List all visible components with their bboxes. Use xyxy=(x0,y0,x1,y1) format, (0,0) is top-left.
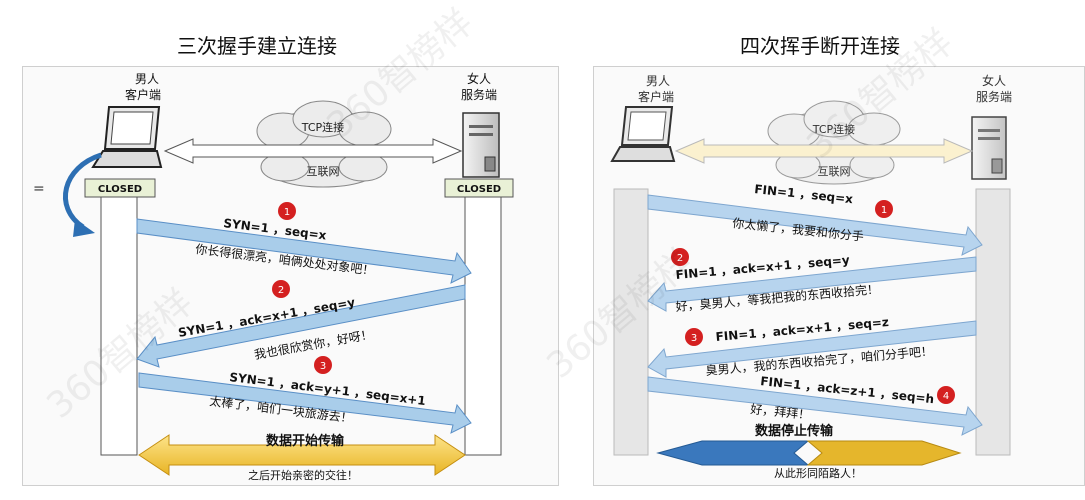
data-transfer-arrow xyxy=(138,434,466,476)
step1-arrow xyxy=(647,194,983,256)
data-start-caption: 之后开始亲密的交往！ xyxy=(248,468,358,482)
step1-arrow xyxy=(136,218,472,284)
client-label-2: 客户端 xyxy=(125,87,161,102)
cloud-icon xyxy=(256,100,392,188)
connection-double-arrow xyxy=(674,138,974,164)
connection-double-arrow xyxy=(163,138,463,164)
step3-num: 3 xyxy=(691,333,697,344)
client-label-2: 客户端 xyxy=(638,89,674,104)
laptop-icon xyxy=(91,106,163,168)
step2-arrow xyxy=(647,256,977,312)
step1-badge xyxy=(278,202,296,220)
client-state-box xyxy=(84,178,156,198)
server-label-2: 服务端 xyxy=(976,89,1012,104)
handshake-diagram: 男人 客户端 女人 服务端 TCP连接 互联网 = CLOSED CLOSED … xyxy=(22,66,559,486)
step1-num: 1 xyxy=(881,205,887,216)
server-label-2: 服务端 xyxy=(461,87,497,102)
cloud-internet-label: 互联网 xyxy=(818,165,851,178)
step1-num: 1 xyxy=(284,207,290,218)
server-label-1: 女人 xyxy=(982,73,1006,88)
server-label-1: 女人 xyxy=(467,71,491,86)
curved-arrow-head xyxy=(73,219,95,237)
laptop-icon xyxy=(610,106,676,162)
handshake-title: 三次握手建立连接 xyxy=(177,34,337,58)
data-stop-arrow-right xyxy=(806,440,962,466)
step3-arrow xyxy=(138,372,472,434)
step4-num: 4 xyxy=(943,391,949,402)
data-start-label: 数据开始传输 xyxy=(266,433,345,449)
cloud-tcp-label: TCP连接 xyxy=(301,121,344,134)
cloud-tcp-label: TCP连接 xyxy=(812,123,855,136)
server-state-box xyxy=(444,178,514,198)
server-timeline xyxy=(464,194,502,456)
server-icon xyxy=(462,112,500,178)
step2-num: 2 xyxy=(278,285,284,296)
plug-lines: = xyxy=(33,181,45,197)
step4-arrow xyxy=(647,376,983,436)
cloud-icon xyxy=(767,100,901,185)
cloud-internet-label: 互联网 xyxy=(307,165,340,178)
step4-badge xyxy=(937,386,955,404)
step1-packet: FIN=1 ，seq=x xyxy=(754,182,854,206)
step3-arrow xyxy=(647,320,977,378)
server-icon xyxy=(971,116,1007,180)
step2-badge xyxy=(272,280,290,298)
client-timeline xyxy=(100,194,138,456)
step1-badge xyxy=(875,200,893,218)
step3-num: 3 xyxy=(320,361,326,372)
client-label-1: 男人 xyxy=(646,74,670,88)
data-stop-label: 数据停止传输 xyxy=(755,423,834,439)
teardown-diagram: 男人 客户端 女人 服务端 TCP连接 互联网 FIN=1 ，seq=x 1 你… xyxy=(593,66,1085,486)
step3-badge xyxy=(314,356,332,374)
client-timeline xyxy=(613,188,649,456)
client-state: CLOSED xyxy=(98,184,142,195)
data-stop-caption: 从此形同陌路人！ xyxy=(774,467,862,480)
client-label-1: 男人 xyxy=(135,72,159,86)
step2-arrow xyxy=(136,284,466,368)
step3-badge xyxy=(685,328,703,346)
step2-badge xyxy=(671,248,689,266)
teardown-title: 四次挥手断开连接 xyxy=(740,34,900,58)
data-stop-arrow-left xyxy=(656,440,810,466)
step4-caption: 好，拜拜！ xyxy=(750,402,811,422)
server-state: CLOSED xyxy=(457,184,501,195)
server-timeline xyxy=(975,188,1011,456)
step2-num: 2 xyxy=(677,253,683,264)
